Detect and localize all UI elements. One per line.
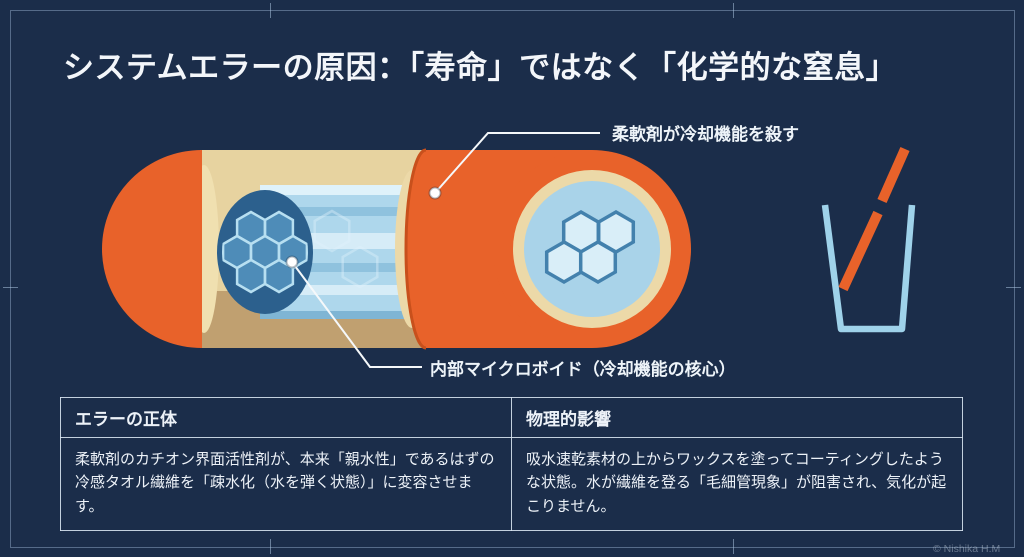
- straw-lower: [838, 210, 883, 292]
- end-cross-section: [493, 150, 691, 348]
- callout-dot-softener: [428, 186, 442, 200]
- fiber-cross-section-diagram: [102, 132, 691, 368]
- frame-tick: [3, 287, 18, 288]
- straw-upper: [877, 146, 910, 204]
- page-title: システムエラーの原因：「寿命」ではなく「化学的な窒息」: [63, 50, 898, 85]
- annotation-softener: 柔軟剤が冷却機能を殺す: [612, 125, 799, 144]
- frame-tick: [270, 539, 271, 554]
- frame-tick: [733, 3, 734, 18]
- credit-watermark: © Nishika H.M: [933, 543, 1001, 555]
- frame-tick: [270, 3, 271, 18]
- cell-physical-impact: 吸水速乾素材の上からワックスを塗ってコーティングしたような状態。水が繊維を登る「…: [511, 437, 963, 531]
- annotation-microvoid: 内部マイクロボイド（冷却機能の核心）: [430, 360, 736, 379]
- outer-layer-left-cap: [102, 150, 202, 348]
- table-row: 柔軟剤のカチオン界面活性剤が、本来「親水性」であるはずの冷感タオル繊維を「疎水化…: [60, 437, 963, 531]
- header-physical-impact: 物理的影響: [511, 397, 963, 438]
- glass-with-straw-icon: [821, 146, 916, 333]
- leader-line-softener: [434, 132, 600, 194]
- core-cut-face: [217, 190, 313, 314]
- cell-error-identity: 柔軟剤のカチオン界面活性剤が、本来「親水性」であるはずの冷感タオル繊維を「疎水化…: [60, 437, 512, 531]
- outer-layer-cut-rim: [404, 148, 427, 350]
- table-header-row: エラーの正体 物理的影響: [60, 397, 963, 438]
- leader-line-microvoid: [291, 261, 422, 368]
- glass-outline: [821, 204, 916, 333]
- callout-dot-microvoid: [285, 255, 299, 269]
- frame-tick: [733, 539, 734, 554]
- header-error-identity: エラーの正体: [60, 397, 512, 438]
- frame-tick: [1006, 287, 1021, 288]
- explanation-table: エラーの正体 物理的影響 柔軟剤のカチオン界面活性剤が、本来「親水性」であるはず…: [60, 397, 963, 531]
